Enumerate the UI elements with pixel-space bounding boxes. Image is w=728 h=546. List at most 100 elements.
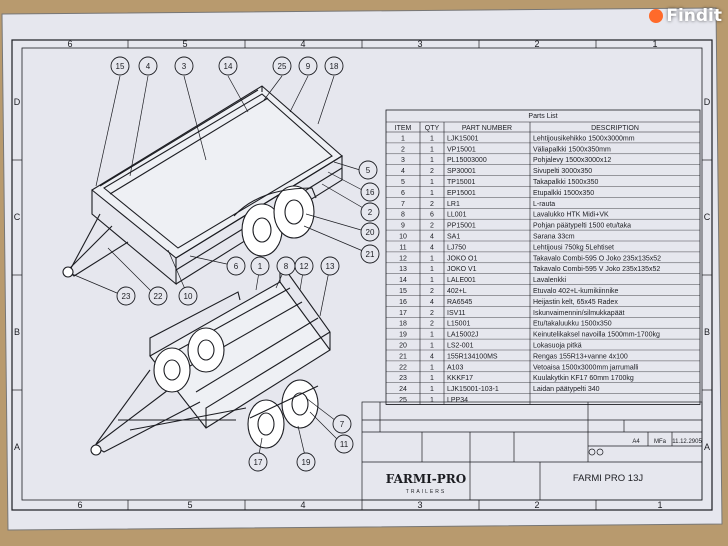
parts-cell-description: Lavalenkki: [533, 277, 567, 284]
callout-23: 23: [116, 286, 136, 306]
parts-cell-part-number: ISV11: [447, 310, 466, 317]
callout-label: 2: [368, 208, 373, 217]
parts-cell-qty: 1: [430, 255, 434, 262]
trailer-top-view: [62, 85, 343, 286]
border-mark-left-a: A: [14, 442, 20, 452]
callout-18: 18: [324, 56, 344, 76]
drawing-title: FARMI PRO 13J: [573, 473, 643, 484]
watermark-text: Findit: [666, 6, 722, 26]
parts-cell-part-number: L15001: [447, 321, 470, 328]
parts-cell-qty: 1: [430, 332, 434, 339]
parts-cell-item: 15: [399, 288, 407, 295]
border-mark-top-6: 6: [67, 39, 72, 49]
callout-label: 18: [330, 62, 339, 71]
border-mark-bottom-1: 1: [657, 500, 662, 510]
parts-cell-description: Lokasuoja pitkä: [533, 343, 582, 350]
parts-header-description: DESCRIPTION: [591, 125, 639, 132]
parts-cell-description: Pohjalevy 1500x3000x12: [533, 157, 611, 164]
parts-cell-qty: 2: [430, 223, 434, 230]
border-mark-top-3: 3: [417, 39, 422, 49]
border-mark-top-2: 2: [534, 39, 539, 49]
parts-cell-description: Takavalo Combi-595 V Joko 235x135x52: [533, 266, 660, 273]
callout-4: 4: [138, 56, 158, 76]
parts-cell-item: 17: [399, 310, 407, 317]
trailer-bottom-view: [90, 260, 331, 456]
parts-cell-qty: 2: [430, 168, 434, 175]
callout-14: 14: [218, 56, 238, 76]
parts-cell-item: 6: [401, 190, 405, 197]
parts-cell-description: Vetoaisa 1500x3000mm jarrumalli: [533, 364, 639, 371]
company-subtitle: TRAILERS: [406, 489, 446, 495]
callout-20: 20: [360, 222, 380, 242]
parts-cell-item: 3: [401, 157, 405, 164]
parts-cell-qty: 1: [430, 343, 434, 350]
parts-cell-item: 21: [399, 353, 407, 360]
parts-cell-qty: 1: [430, 375, 434, 382]
parts-cell-description: Kuulakytkin KF17 60mm 1700kg: [533, 375, 634, 382]
border-mark-top-4: 4: [300, 39, 305, 49]
parts-cell-qty: 4: [430, 299, 434, 306]
parts-cell-description: Keinutelikaksel navoilla 1500mm-1700kg: [533, 332, 660, 339]
parts-cell-item: 18: [399, 321, 407, 328]
parts-cell-qty: 2: [430, 201, 434, 208]
parts-cell-item: 25: [399, 397, 407, 404]
parts-cell-description: L-rauta: [533, 201, 555, 208]
parts-cell-qty: 1: [430, 397, 434, 404]
parts-row: 25 1 LPP34: [399, 397, 468, 404]
parts-cell-part-number: LJK15001: [447, 135, 479, 142]
callout-label: 20: [366, 228, 375, 237]
parts-header-qty: QTY: [425, 125, 440, 132]
border-mark-top-5: 5: [182, 39, 187, 49]
parts-cell-part-number: LR1: [447, 201, 460, 208]
callout-label: 17: [254, 458, 263, 467]
parts-cell-part-number: 402+L: [447, 288, 467, 295]
callout-label: 8: [284, 262, 289, 271]
parts-cell-qty: 1: [430, 146, 434, 153]
callout-12: 12: [294, 256, 314, 276]
parts-cell-item: 20: [399, 343, 407, 350]
parts-cell-description: Lavalukko HTK Midi+VK: [533, 212, 609, 219]
parts-cell-part-number: TP15001: [447, 179, 476, 186]
parts-cell-qty: 2: [430, 310, 434, 317]
parts-cell-qty: 1: [430, 386, 434, 393]
parts-cell-part-number: 155R134100MS: [447, 353, 498, 360]
callout-15: 15: [110, 56, 130, 76]
parts-cell-item: 9: [401, 223, 405, 230]
callout-label: 1: [258, 262, 263, 271]
border-mark-bottom-4: 4: [300, 500, 305, 510]
parts-cell-description: Takavalo Combi-595 O Joko 235x135x52: [533, 255, 661, 262]
callout-label: 21: [366, 250, 375, 259]
drawing-date: 11.12.2905: [672, 439, 702, 445]
parts-cell-part-number: SP30001: [447, 168, 476, 175]
parts-cell-description: Rengas 155R13+vanne 4x100: [533, 353, 628, 360]
parts-cell-qty: 1: [430, 179, 434, 186]
parts-cell-description: Sarana 33cm: [533, 234, 575, 241]
parts-cell-part-number: A103: [447, 364, 463, 371]
parts-cell-item: 13: [399, 266, 407, 273]
sheet-size: A4: [632, 439, 640, 445]
parts-cell-qty: 2: [430, 288, 434, 295]
parts-cell-qty: 2: [430, 321, 434, 328]
parts-cell-part-number: LPP34: [447, 397, 468, 404]
parts-cell-item: 19: [399, 332, 407, 339]
company-name: FARMI-PRO: [386, 472, 466, 486]
callout-label: 9: [306, 62, 311, 71]
parts-cell-part-number: RA6545: [447, 299, 472, 306]
border-mark-right-a: A: [704, 442, 710, 452]
callout-label: 15: [116, 62, 125, 71]
callout-22: 22: [148, 286, 168, 306]
